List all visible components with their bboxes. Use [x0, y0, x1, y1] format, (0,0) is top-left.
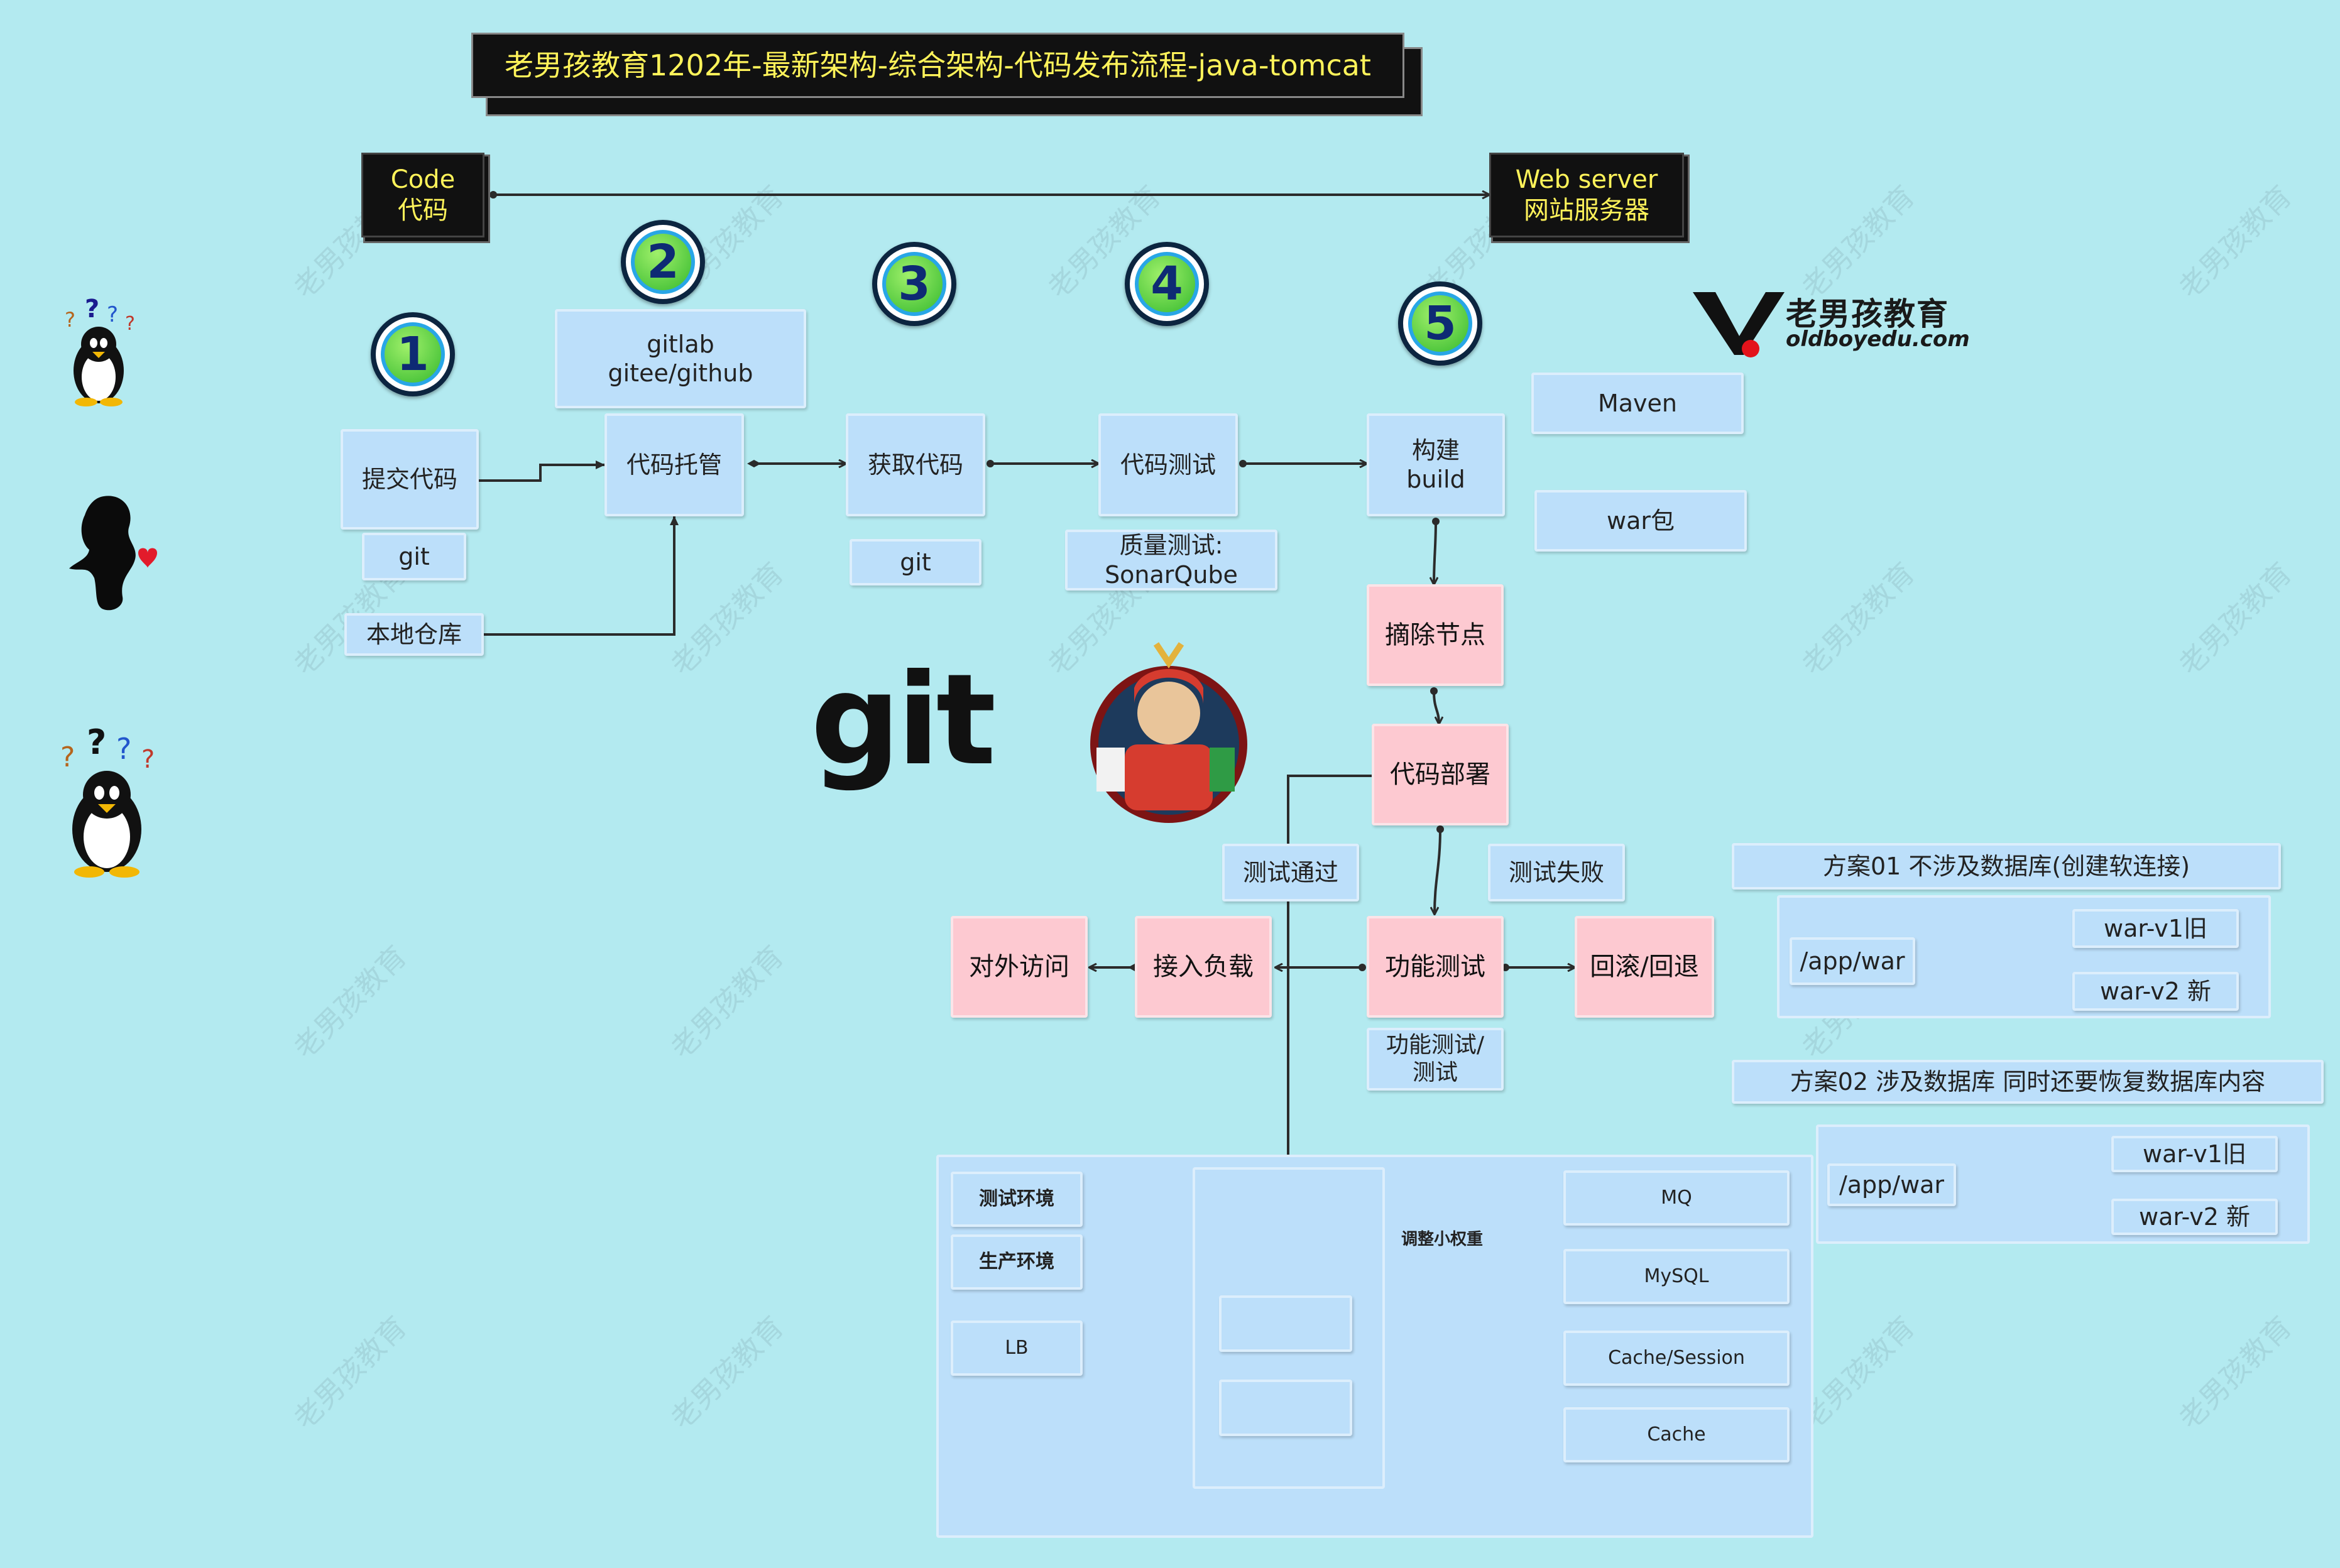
svg-text:?: ?	[87, 722, 106, 762]
git-logo: git	[811, 647, 996, 793]
weight-label: 调整小权重	[1401, 1230, 1483, 1250]
remove-node-step: 摘除节点	[1367, 584, 1504, 686]
plan01-new-version: war-v2 新	[2072, 972, 2239, 1011]
svg-text:?: ?	[107, 302, 118, 327]
code-endpoint: Code 代码	[361, 153, 484, 237]
oldboy-logo-icon	[1693, 292, 1785, 357]
plan01-title: 方案01 不涉及数据库(创建软连接)	[1732, 843, 2281, 890]
plan02-old-version: war-v1旧	[2111, 1136, 2278, 1172]
code-test-node: 代码测试	[1098, 413, 1238, 516]
webserver-endpoint: Web server 网站服务器	[1489, 153, 1684, 237]
lb-node: LB	[951, 1320, 1083, 1376]
server-slot	[1219, 1380, 1352, 1436]
svg-text:?: ?	[116, 732, 131, 766]
step-badge-4: 4	[1125, 242, 1209, 326]
service-mysql: MySQL	[1563, 1249, 1790, 1304]
plan01-old-version: war-v1旧	[2072, 909, 2239, 948]
deploy-to-functest-arrow	[1435, 829, 1440, 914]
attach-lb-step: 接入负载	[1135, 916, 1272, 1018]
logo-name: 老男孩教育	[1786, 296, 1949, 332]
plan01-path: /app/war	[1790, 937, 1915, 985]
submit-code-node: 提交代码	[341, 429, 479, 530]
silhouette-icon	[69, 496, 157, 611]
deploy-to-env-arrow	[1284, 775, 1372, 1168]
fetch-code-node: 获取代码	[846, 413, 985, 516]
step-badge-3: 3	[872, 242, 956, 326]
svg-text:?: ?	[85, 295, 99, 324]
public-access-step: 对外访问	[951, 916, 1088, 1018]
service-cache-session: Cache/Session	[1563, 1331, 1790, 1386]
svg-text:?: ?	[125, 313, 135, 335]
submit-tool-note: git	[362, 533, 466, 580]
svg-text:?: ?	[60, 741, 75, 773]
build-node: 构建 build	[1367, 413, 1505, 516]
local-repo-node: 本地仓库	[344, 613, 484, 656]
penguin-icon: ? ? ? ?	[60, 722, 155, 878]
jenkins-icon	[1090, 642, 1247, 823]
svg-text:?: ?	[65, 308, 75, 332]
maven-note: Maven	[1531, 373, 1744, 434]
logo-site: oldboyedu.com	[1786, 327, 1970, 352]
prod-env-label: 生产环境	[951, 1234, 1083, 1290]
function-test-step: 功能测试	[1367, 916, 1504, 1018]
step-badge-2: 2	[621, 220, 705, 304]
penguin-icon: ? ? ? ?	[65, 295, 135, 406]
step-badge-5: 5	[1398, 281, 1482, 366]
server-slot	[1219, 1295, 1352, 1352]
page-title: 老男孩教育1202年-最新架构-综合架构-代码发布流程-java-tomcat	[471, 33, 1404, 98]
service-mq: MQ	[1563, 1170, 1790, 1226]
function-test-note: 功能测试/ 测试	[1367, 1028, 1504, 1091]
code-deploy-step: 代码部署	[1372, 724, 1509, 825]
fetch-tool-note: git	[850, 539, 981, 585]
submit-to-hosting-arrow	[479, 460, 605, 482]
step-badge-1: 1	[371, 312, 455, 396]
test-env-label: 测试环境	[951, 1172, 1083, 1227]
test-tool-note: 质量测试: SonarQube	[1065, 530, 1277, 591]
code-hosting-node: 代码托管	[604, 413, 744, 516]
rollback-step: 回滚/回退	[1575, 916, 1714, 1018]
plan02-path: /app/war	[1827, 1163, 1956, 1206]
plan02-title: 方案02 涉及数据库 同时还要恢复数据库内容	[1732, 1060, 2324, 1104]
test-pass-label: 测试通过	[1222, 844, 1359, 901]
test-fail-label: 测试失败	[1488, 844, 1625, 901]
svg-text:?: ?	[141, 745, 155, 774]
hosting-tools-note: gitlab gitee/github	[555, 309, 806, 408]
localrepo-to-hosting-arrow	[484, 516, 679, 636]
service-cache: Cache	[1563, 1407, 1790, 1462]
build-to-remove-arrow	[1434, 521, 1436, 584]
plan02-new-version: war-v2 新	[2111, 1199, 2278, 1235]
war-note: war包	[1534, 490, 1747, 552]
remove-to-deploy-arrow	[1434, 691, 1439, 724]
